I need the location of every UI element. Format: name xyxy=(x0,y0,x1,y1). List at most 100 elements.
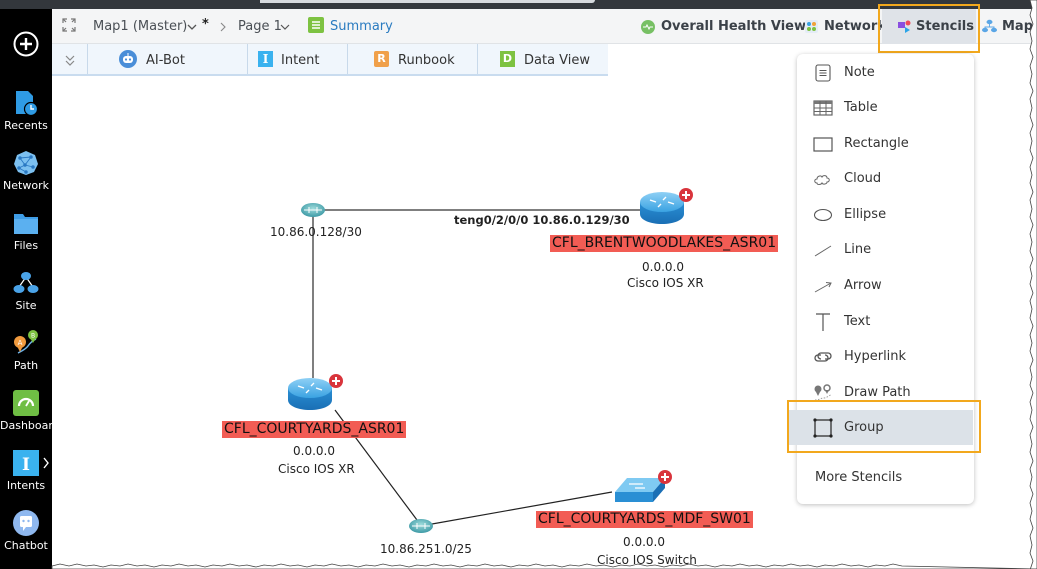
menu-item-group[interactable]: Group xyxy=(789,410,973,445)
menu-item-label: Rectangle xyxy=(844,136,909,151)
menu-item-arrow[interactable]: Arrow xyxy=(797,268,974,303)
sidebar-item-dashboard[interactable]: Dashboard xyxy=(0,389,60,432)
menu-item-cloud[interactable]: Cloud xyxy=(797,161,974,196)
menu-item-table[interactable]: Table xyxy=(797,90,974,125)
map-button[interactable]: Map xyxy=(1002,19,1034,34)
menu-item-label: Text xyxy=(844,314,871,329)
ai-bot-icon xyxy=(119,50,137,68)
sidebar-item-intents[interactable]: I Intents xyxy=(0,449,52,492)
svg-text:A: A xyxy=(18,339,23,347)
map-icon xyxy=(982,19,997,33)
device-ip: 0.0.0.0 xyxy=(623,535,665,549)
dashboard-icon xyxy=(13,390,39,416)
path-icon: AB xyxy=(14,330,38,354)
tab-label: Intent xyxy=(281,53,320,68)
menu-item-ellipse[interactable]: Ellipse xyxy=(797,197,974,232)
data-view-icon: D xyxy=(500,51,515,67)
device-name[interactable]: CFL_COURTYARDS_ASR01 xyxy=(222,421,407,438)
sidebar-label: Path xyxy=(13,359,39,372)
device-os: Cisco IOS XR xyxy=(627,276,704,290)
menu-item-rectangle[interactable]: Rectangle xyxy=(797,126,974,161)
device-os: Cisco IOS Switch xyxy=(597,553,697,567)
menu-item-draw-path[interactable]: Draw Path xyxy=(797,375,974,410)
tab-intent[interactable]: I Intent xyxy=(247,44,347,74)
menu-item-label: Note xyxy=(844,65,875,80)
page-name[interactable]: Page 1 xyxy=(238,19,282,34)
link-label: teng0/2/0/0 10.86.0.129/30 xyxy=(454,213,630,227)
router-icon[interactable] xyxy=(640,188,693,224)
more-stencils-button[interactable]: More Stencils xyxy=(797,460,974,495)
browser-tab-edge xyxy=(260,0,595,3)
subnet-node[interactable] xyxy=(301,203,325,217)
tab-data-view[interactable]: D Data View xyxy=(477,44,608,74)
tab-ai-bot[interactable]: AI-Bot xyxy=(87,44,247,74)
stencils-highlight xyxy=(878,4,980,53)
svg-text:I: I xyxy=(22,455,30,475)
stencils-icon xyxy=(898,20,911,33)
ellipse-icon xyxy=(813,208,833,222)
sidebar-item-recents[interactable]: Recents xyxy=(0,89,52,132)
device-name[interactable]: CFL_BRENTWOODLAKES_ASR01 xyxy=(550,235,779,252)
rectangle-icon xyxy=(813,137,833,152)
device-ip: 0.0.0.0 xyxy=(642,260,684,274)
chevron-down-icon[interactable] xyxy=(187,24,197,31)
subnet-node[interactable] xyxy=(409,519,433,533)
text-icon xyxy=(816,313,830,331)
menu-item-label: Table xyxy=(844,100,878,115)
link-line[interactable] xyxy=(431,491,613,525)
map-name[interactable]: Map1 (Master) xyxy=(93,19,188,34)
menu-item-label: More Stencils xyxy=(815,470,903,485)
sidebar-label: Dashboard xyxy=(0,419,60,432)
router-icon[interactable] xyxy=(288,374,343,410)
menu-item-text[interactable]: Text xyxy=(797,304,974,339)
tab-runbook[interactable]: R Runbook xyxy=(347,44,477,74)
map-toolbar: Map1 (Master) * Page 1 Summary Overall H… xyxy=(52,9,1037,44)
intent-icon: I xyxy=(258,51,273,67)
group-highlight xyxy=(787,400,981,453)
cloud-icon xyxy=(814,175,830,185)
stencils-label: Stencils xyxy=(916,19,975,34)
tab-label: AI-Bot xyxy=(146,53,185,68)
sidebar-label: Site xyxy=(15,299,37,312)
overall-health-view-button[interactable]: Overall Health View xyxy=(661,19,806,34)
network-icon xyxy=(14,151,38,175)
chevron-down-icon[interactable] xyxy=(280,24,290,31)
svg-text:B: B xyxy=(31,333,35,340)
sidebar-label: Recents xyxy=(4,119,48,132)
window-top-strip xyxy=(0,0,1037,9)
network-grid-icon xyxy=(805,20,818,33)
stencils-button[interactable]: Stencils xyxy=(882,9,976,44)
recents-icon xyxy=(16,91,39,117)
sidebar-item-chatbot[interactable]: Chatbot xyxy=(0,509,52,552)
menu-item-note[interactable]: Note xyxy=(797,55,974,90)
collapse-icon[interactable] xyxy=(64,55,76,66)
tab-label: Data View xyxy=(524,53,591,68)
device-os: Cisco IOS XR xyxy=(278,462,355,476)
menu-item-label: Cloud xyxy=(844,171,882,186)
folder-icon xyxy=(14,214,38,234)
switch-icon[interactable] xyxy=(615,470,672,502)
sidebar-item-network[interactable]: Network xyxy=(0,149,52,192)
chevron-right-icon[interactable] xyxy=(42,457,50,469)
menu-item-hyperlink[interactable]: Hyperlink xyxy=(797,339,974,374)
note-icon xyxy=(815,64,831,82)
summary-icon xyxy=(308,17,324,33)
menu-item-line[interactable]: Line xyxy=(797,232,974,267)
sidebar-item-site[interactable]: Site xyxy=(0,269,52,312)
sidebar-item-files[interactable]: Files xyxy=(0,209,52,252)
panel-tabs: AI-Bot I Intent R Runbook D Data View xyxy=(52,44,608,76)
line-icon xyxy=(814,245,832,257)
sidebar-label: Intents xyxy=(6,479,46,492)
menu-item-label: Arrow xyxy=(844,278,882,293)
sidebar-label: Files xyxy=(13,239,39,252)
device-name[interactable]: CFL_COURTYARDS_MDF_SW01 xyxy=(536,511,753,528)
network-button[interactable]: Network xyxy=(824,19,886,34)
menu-item-label: Group xyxy=(844,420,884,435)
health-icon xyxy=(641,20,655,34)
summary-link[interactable]: Summary xyxy=(330,19,393,34)
fullscreen-icon[interactable] xyxy=(62,18,76,32)
add-button[interactable] xyxy=(0,30,52,58)
